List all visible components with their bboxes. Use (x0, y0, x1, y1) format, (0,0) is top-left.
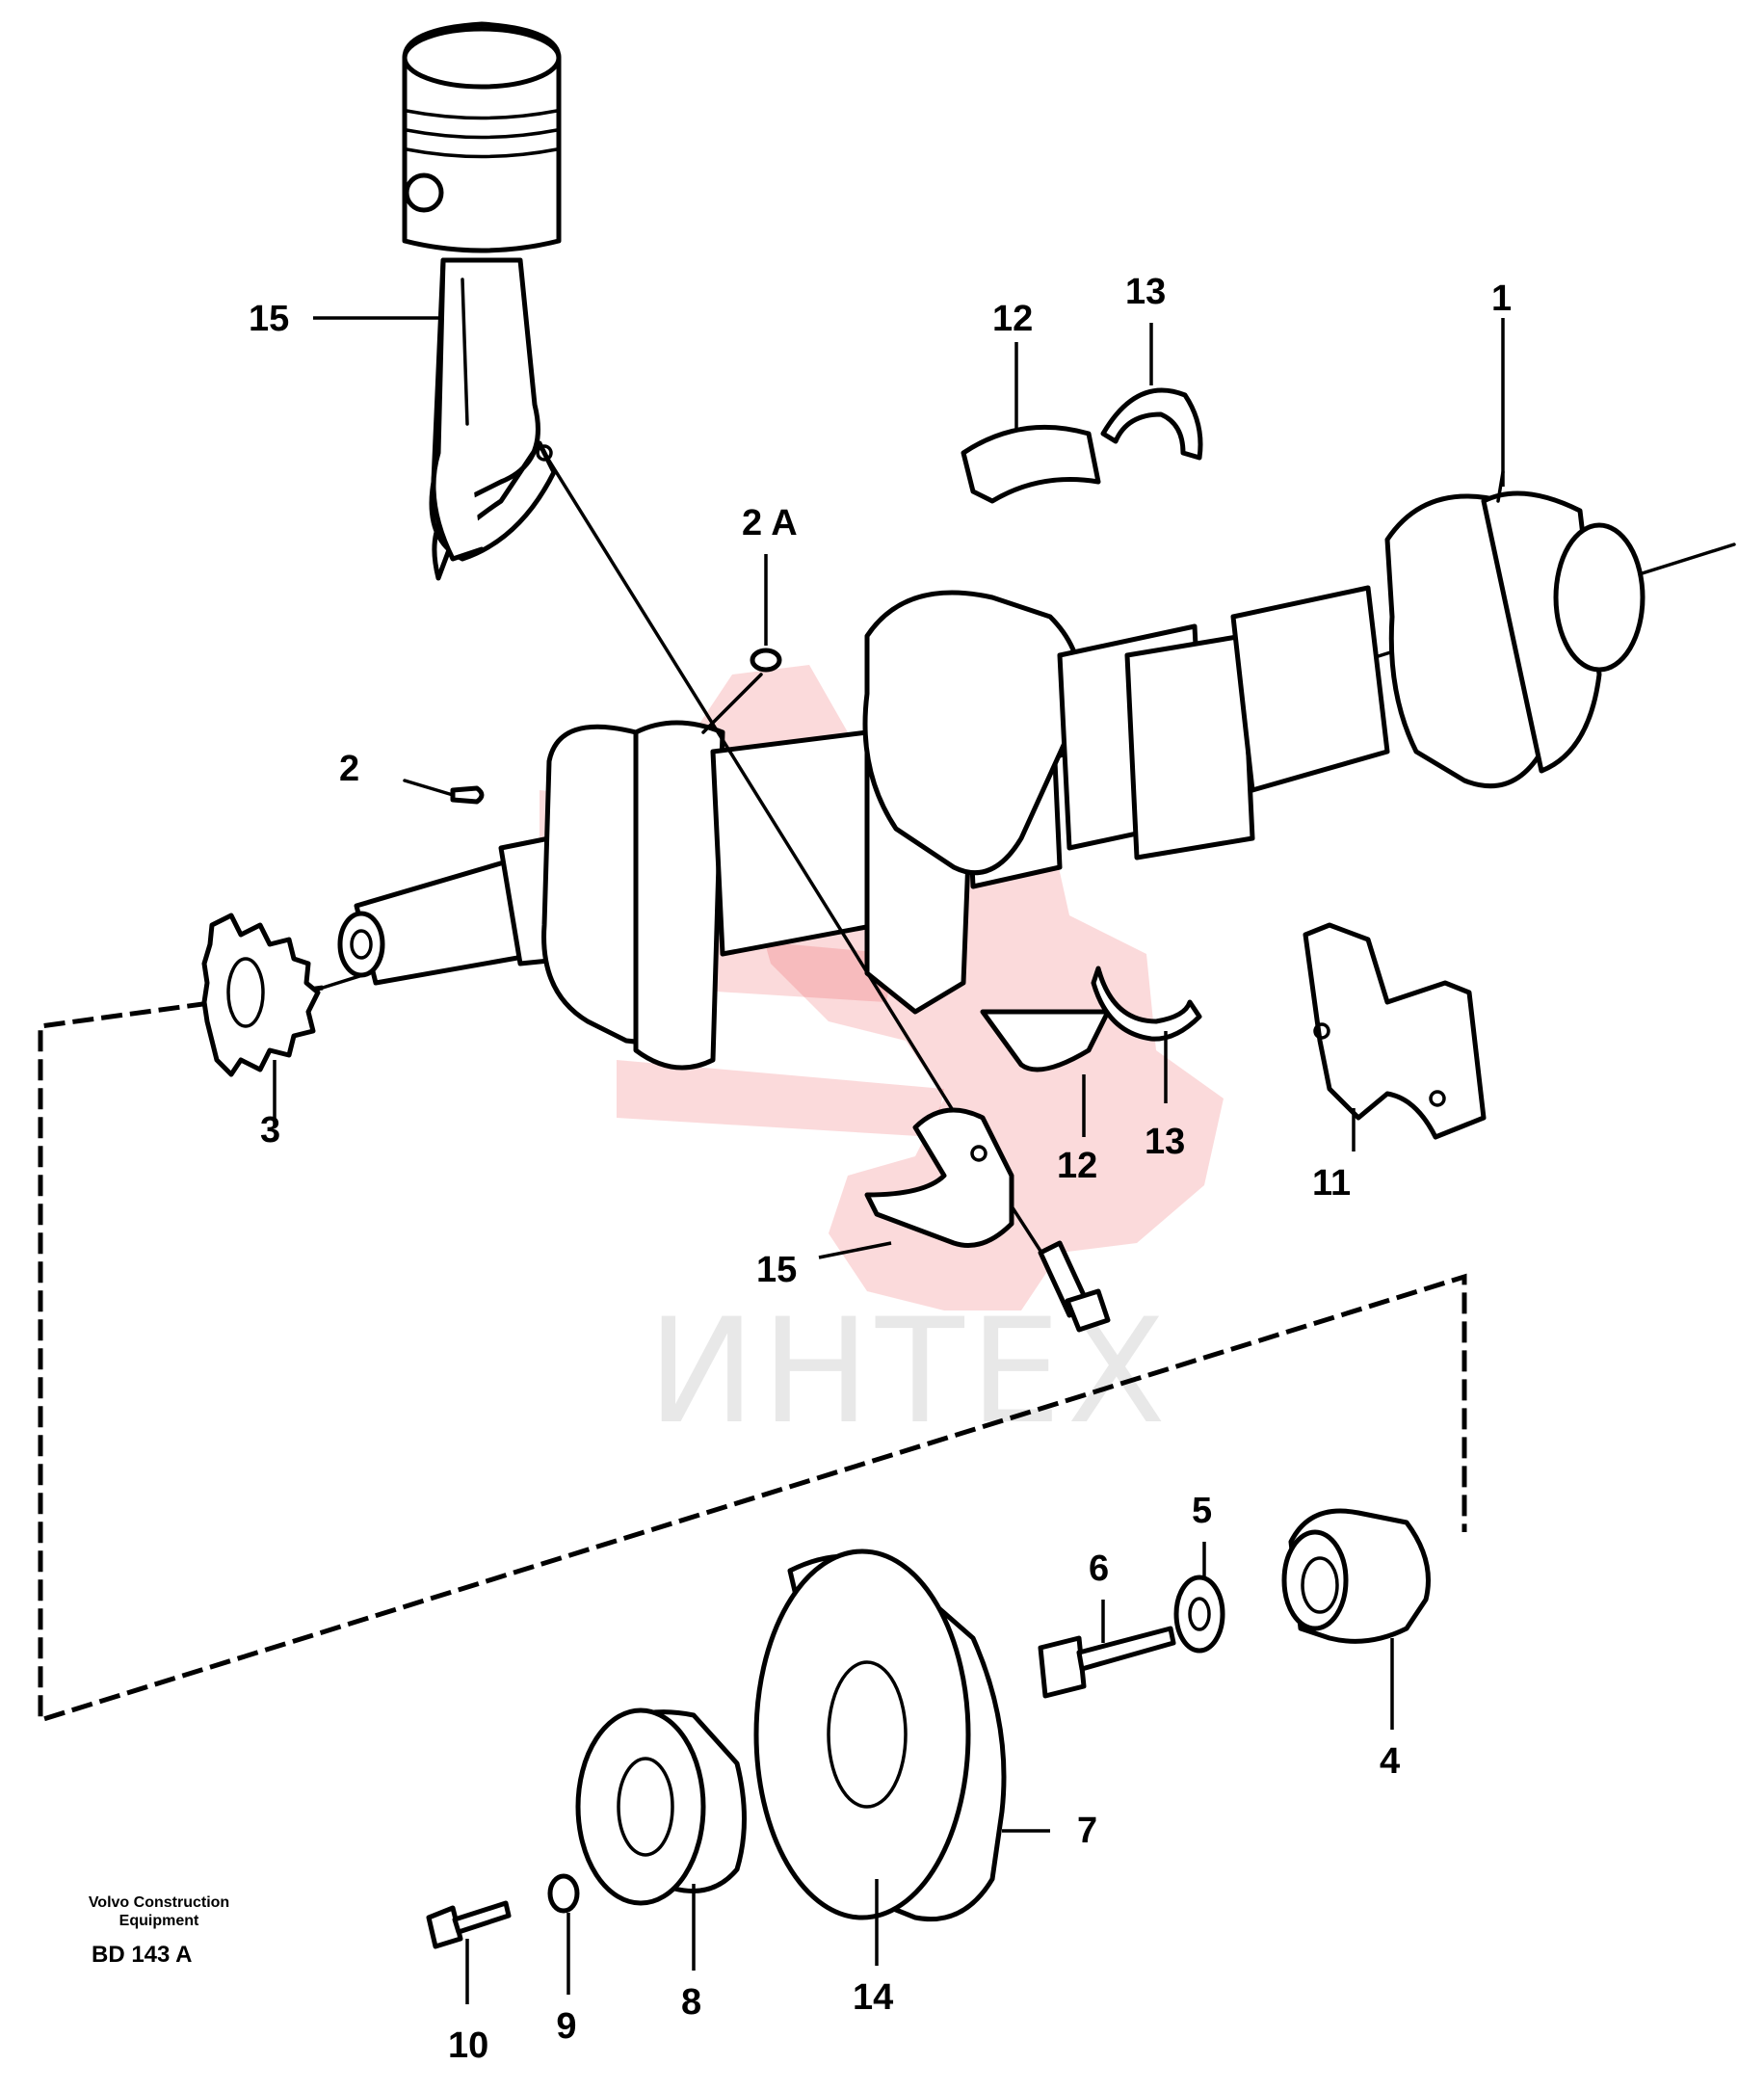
washer-part-9 (547, 1873, 580, 1914)
crankshaft-part-1 (337, 470, 1646, 1071)
callout-15-bottom: 15 (756, 1250, 797, 1290)
main-bearing-cap-part-11 (1303, 922, 1487, 1140)
callout-4: 4 (1380, 1741, 1400, 1782)
bolt-part-6 (1038, 1626, 1176, 1699)
bearing-shell-part-12-top (961, 424, 1101, 504)
key-part-2 (403, 779, 485, 805)
callout-7: 7 (1077, 1811, 1097, 1851)
callout-15-top: 15 (249, 299, 289, 339)
plug-part-2a (701, 648, 782, 734)
drawing-code: BD 143 A (92, 1942, 193, 1968)
callout-10: 10 (448, 2025, 488, 2066)
hub-part-4 (1281, 1508, 1431, 1644)
callout-9: 9 (556, 2006, 576, 2047)
piston-conrod-part-15 (402, 21, 562, 581)
thrust-washer-part-13-top (1100, 387, 1203, 461)
manufacturer-line-1: Volvo Construction (88, 1894, 230, 1911)
callout-11: 11 (1312, 1163, 1351, 1204)
callout-13-top: 13 (1125, 272, 1166, 312)
washer-part-5 (1173, 1575, 1225, 1654)
callout-5: 5 (1192, 1491, 1212, 1531)
callout-13-bottom: 13 (1145, 1122, 1185, 1162)
callout-12-top: 12 (992, 299, 1033, 339)
manufacturer-line-2: Equipment (118, 1913, 199, 1929)
callout-3: 3 (260, 1110, 280, 1151)
callout-14: 14 (853, 1977, 893, 2018)
pulley-part-8 (575, 1707, 747, 1906)
callout-6: 6 (1089, 1548, 1109, 1589)
callout-12-bottom: 12 (1057, 1146, 1097, 1186)
rod-bearing-cap-part-15 (864, 1107, 1014, 1248)
conrod-alignment-line (542, 451, 965, 1129)
bolt-part-10 (426, 1900, 512, 1949)
manufacturer-label: Volvo Construction Equipment (48, 1893, 270, 1930)
cap-bolt (1038, 1240, 1111, 1333)
callout-2a: 2 A (742, 503, 798, 543)
pulley-part-7 (753, 1548, 1007, 1922)
leader-15-bottom (818, 1241, 892, 1259)
gear-part-3 (201, 913, 321, 1077)
thrust-washer-part-13-bottom (1091, 966, 1202, 1042)
bearing-shell-part-12-bottom (980, 1009, 1111, 1072)
assembly-dashed-line (38, 985, 1467, 1724)
callout-2: 2 (339, 749, 359, 789)
callout-8: 8 (681, 1982, 701, 2023)
callout-1: 1 (1491, 278, 1512, 319)
